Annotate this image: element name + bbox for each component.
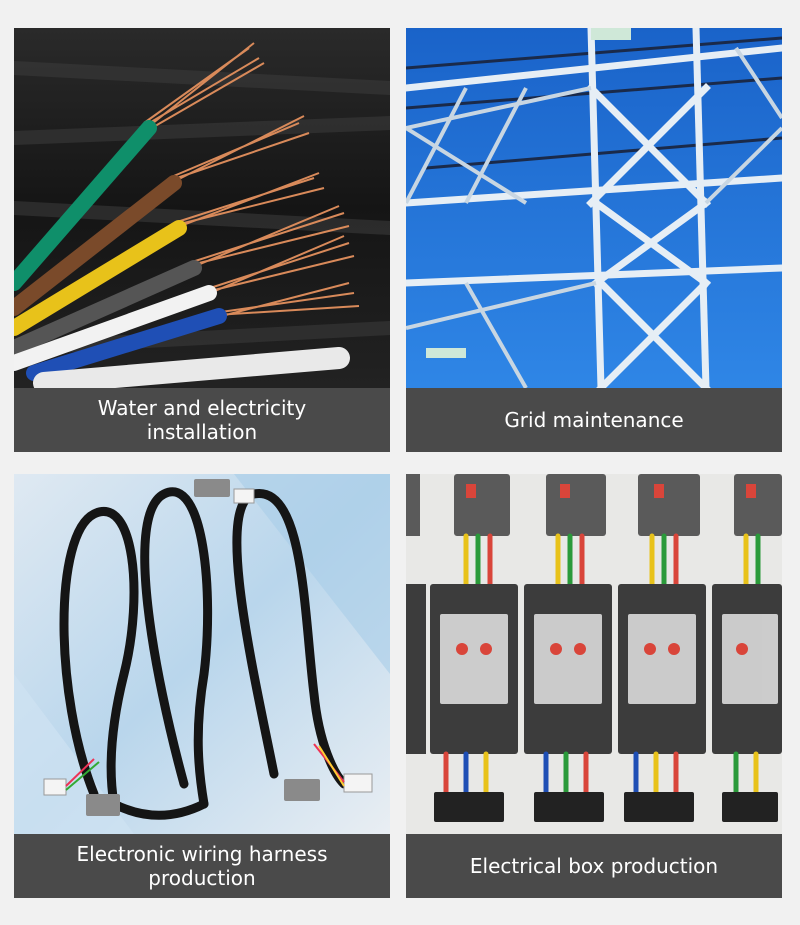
card-caption: Water and electricity installation <box>14 388 390 452</box>
colored-wires-image <box>14 28 390 388</box>
breaker-panel-image <box>406 474 782 834</box>
card-grid-maintenance[interactable]: Grid maintenance <box>406 28 782 452</box>
wiring-harness-image <box>14 474 390 834</box>
card-wiring-harness[interactable]: Electronic wiring harness production <box>14 474 390 898</box>
transmission-tower-image <box>406 28 782 388</box>
card-caption: Grid maintenance <box>406 388 782 452</box>
card-caption: Electronic wiring harness production <box>14 834 390 898</box>
card-electrical-box[interactable]: Electrical box production <box>406 474 782 898</box>
card-caption: Electrical box production <box>406 834 782 898</box>
card-water-electricity[interactable]: Water and electricity installation <box>14 28 390 452</box>
